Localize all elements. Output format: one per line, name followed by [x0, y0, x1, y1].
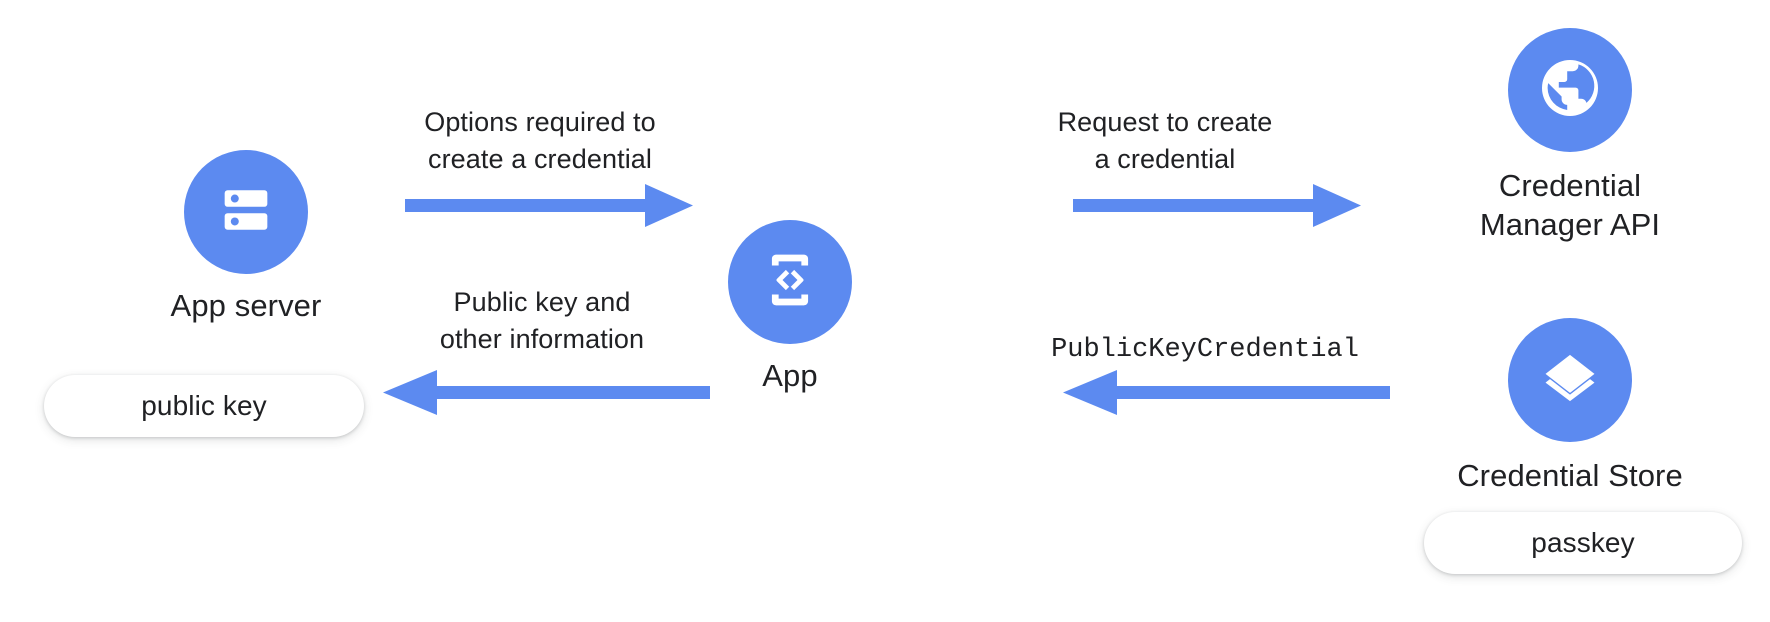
arrow-public-key-and-other-information [375, 365, 715, 419]
app-server-icon-circle [184, 150, 308, 274]
server-icon [214, 178, 278, 247]
phone-code-icon [759, 249, 821, 316]
credential-manager-api-icon-circle [1508, 28, 1632, 152]
chip-passkey: passkey [1424, 512, 1742, 574]
chip-public-key-label: public key [141, 390, 267, 421]
globe-icon [1535, 53, 1605, 128]
arrow-label-public-key-and-other-information: Public key and other information [439, 287, 645, 354]
arrow-label-options-required: Options required to create a credential [424, 107, 656, 174]
arrow-request-to-create [1073, 180, 1393, 230]
chip-passkey-label: passkey [1531, 527, 1635, 558]
arrow-options-required [405, 180, 715, 230]
credential-store-icon-circle [1508, 318, 1632, 442]
credential-store-label: Credential Store [1457, 458, 1683, 493]
app-server-label: App server [170, 288, 322, 323]
chip-public-key: public key [44, 375, 364, 437]
layers-icon [1537, 345, 1603, 416]
arrow-label-publickeycredential: PublicKeyCredential [1051, 335, 1359, 365]
arrow-label-request-to-create: Request to create a credential [1057, 107, 1273, 174]
credential-manager-api-label: Credential Manager API [1479, 168, 1661, 242]
app-label: App [762, 358, 818, 393]
app-icon-circle [728, 220, 852, 344]
arrow-publickeycredential [1055, 365, 1395, 419]
